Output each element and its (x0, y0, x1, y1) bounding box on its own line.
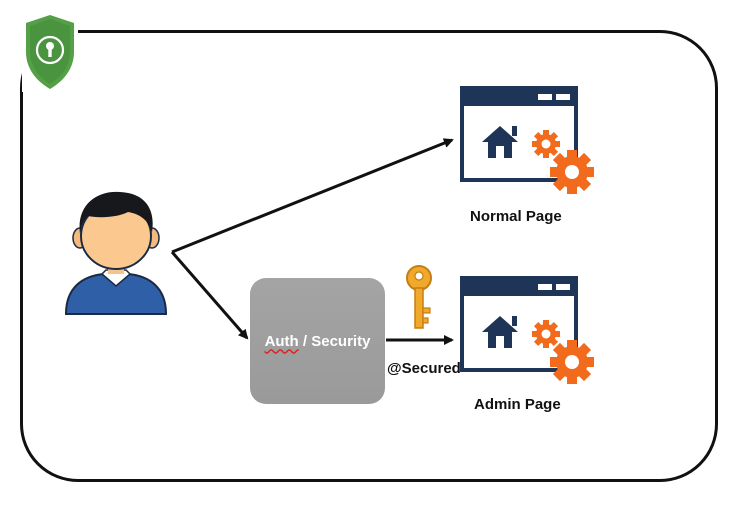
auth-security-label: Auth / Security (265, 333, 371, 350)
auth-security-box: Auth / Security (250, 278, 385, 404)
shield-lock-icon (22, 12, 78, 92)
secured-annotation-label: @Secured (387, 360, 461, 377)
admin-page-label: Admin Page (474, 396, 561, 413)
admin-page-icon (460, 276, 594, 384)
security-word: / Security (298, 332, 371, 350)
key-icon (406, 265, 432, 329)
auth-word: Auth (264, 332, 299, 350)
normal-page-icon (460, 86, 594, 194)
normal-page-label: Normal Page (470, 208, 562, 225)
user-icon (64, 191, 168, 315)
diagram-frame (20, 30, 718, 482)
